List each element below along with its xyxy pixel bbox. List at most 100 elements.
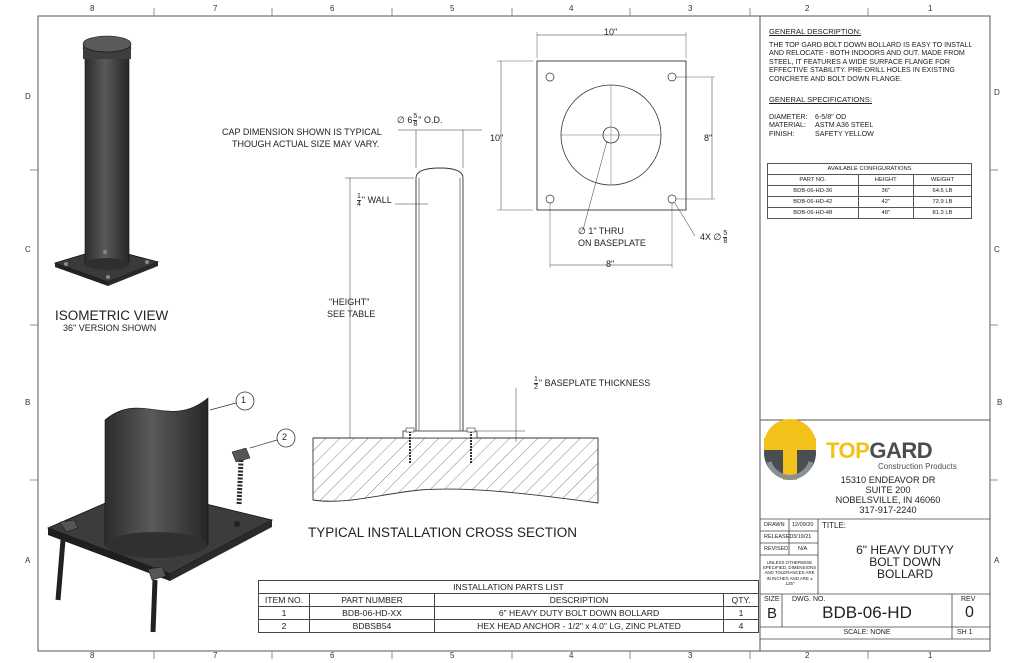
title-line: BOLT DOWN [869, 555, 941, 569]
spec-row: FINISH:SAFETY YELLOW [769, 130, 984, 139]
company-address: 15310 ENDEAVOR DR SUITE 200 NOBELSVILLE,… [808, 475, 968, 515]
zone-col-label: 8 [90, 4, 95, 13]
company-name: TOPGARD [826, 438, 933, 463]
config-cell: BDB-06-HD-36 [767, 185, 859, 197]
size-label: SIZE [764, 596, 780, 603]
cross-section-drawing [312, 129, 599, 504]
general-description-text: THE TOP GARD BOLT DOWN BOLLARD IS EASY T… [769, 40, 973, 83]
zone-row-label: D [25, 92, 31, 101]
rev-label: REV [961, 596, 976, 603]
revised-value: N/A [798, 546, 808, 552]
config-cell: 81.3 LB [912, 207, 973, 219]
drawn-date: 12/09/20 [792, 522, 814, 528]
parts-cell: HEX HEAD ANCHOR - 1/2" x 4.0" LG, ZINC P… [434, 619, 724, 633]
spec-label: DIAMETER: [769, 112, 808, 121]
isometric-view-title: ISOMETRIC VIEW [55, 308, 169, 323]
general-specifications: GENERAL SPECIFICATIONS: DIAMETER: 6-5/8" … [769, 95, 984, 139]
config-header: PART NO. [767, 174, 859, 186]
parts-cell: 4 [723, 619, 759, 633]
zone-col-label: 4 [569, 651, 574, 660]
tolerance-note: UNLESS OTHERWISE SPECIFIED, DIMENSIONS A… [762, 560, 817, 586]
general-description-heading: GENERAL DESCRIPTION: [769, 27, 862, 36]
balloon-2-label: 2 [282, 432, 288, 442]
revised-label: REVISED [764, 546, 789, 552]
released-label: RELEASED [764, 534, 794, 540]
dim-right-label: 8" [704, 133, 713, 143]
thru-hole-label-1: ∅ 1" THRU [578, 226, 624, 236]
spec-label: MATERIAL: [769, 121, 806, 130]
zone-col-label: 6 [330, 4, 335, 13]
config-cell: 72.9 LB [912, 196, 973, 208]
zone-row-label: C [25, 245, 31, 254]
zone-col-label: 7 [213, 4, 218, 13]
dwg-number: BDB-06-HD [822, 603, 912, 622]
config-cell: 36" [857, 185, 914, 197]
zone-row-label: B [25, 398, 31, 407]
zone-col-label: 8 [90, 651, 95, 660]
spec-label: FINISH: [769, 129, 795, 138]
config-header: WEIGHT [912, 174, 973, 186]
config-cell: 64.6 LB [912, 185, 973, 197]
zone-col-label: 2 [805, 4, 810, 13]
title-line: 6" HEAVY DUTYY [856, 543, 954, 557]
parts-header: DESCRIPTION [434, 593, 724, 607]
general-specifications-heading: GENERAL SPECIFICATIONS: [769, 95, 872, 104]
drawn-label: DRAWN [764, 522, 785, 528]
cap-note-line-1: CAP DIMENSION SHOWN IS TYPICAL [222, 127, 382, 137]
zone-ticks [30, 8, 998, 659]
title-label: TITLE: [822, 521, 847, 530]
zone-row-label: A [25, 556, 31, 565]
zone-col-label: 2 [805, 651, 810, 660]
parts-cell: 2 [258, 619, 310, 633]
zone-col-label: 1 [928, 651, 933, 660]
configurations-table: AVAILABLE CONFIGURATIONS PART NO. HEIGHT… [767, 163, 973, 219]
sheet-border [37, 15, 991, 652]
config-header: HEIGHT [857, 174, 914, 186]
zone-col-label: 7 [213, 651, 218, 660]
zone-col-label: 6 [330, 651, 335, 660]
parts-list-title: INSTALLATION PARTS LIST [258, 580, 759, 594]
thru-hole-label-2: ON BASEPLATE [578, 238, 646, 248]
config-cell: 48" [857, 207, 914, 219]
config-cell: BDB-06-HD-42 [767, 196, 859, 208]
parts-header: QTY. [723, 593, 759, 607]
zone-row-label: D [994, 88, 1000, 97]
size-value: B [767, 605, 778, 622]
parts-header: ITEM NO. [258, 593, 310, 607]
parts-header: PART NUMBER [309, 593, 435, 607]
address-line: SUITE 200 [865, 485, 911, 495]
balloon-1-label: 1 [241, 395, 247, 405]
title-block-grid [760, 518, 990, 640]
dim-left-label: 10" [490, 133, 504, 143]
parts-cell: 6" HEAVY DUTY BOLT DOWN BOLLARD [434, 606, 724, 620]
spec-row: MATERIAL: ASTM A36 STEEL [769, 121, 984, 130]
zone-col-label: 5 [450, 651, 455, 660]
height-label-line-1: "HEIGHT" [329, 297, 370, 307]
dim-bottom-label: 8" [606, 259, 615, 269]
parts-list-table: INSTALLATION PARTS LIST ITEM NO. PART NU… [258, 580, 759, 633]
spec-value: 6-5/8" OD [815, 112, 847, 121]
dim-top-label: 10" [604, 27, 618, 37]
detail-bollard-drawing [46, 391, 296, 633]
zone-col-label: 3 [688, 4, 693, 13]
parts-cell: BDB-06-HD-XX [309, 606, 435, 620]
isometric-view-subtitle: 36" VERSION SHOWN [63, 323, 157, 333]
scale-label: SCALE: NONE [843, 629, 891, 636]
cross-section-title: TYPICAL INSTALLATION CROSS SECTION [308, 525, 578, 540]
company-subtitle: Construction Products [878, 462, 957, 471]
general-description: GENERAL DESCRIPTION: THE TOP GARD BOLT D… [769, 27, 984, 84]
baseplate-top-view [497, 32, 715, 268]
isometric-bollard-drawing [53, 35, 160, 286]
cap-note-line-2: THOUGH ACTUAL SIZE MAY VARY. [232, 139, 380, 149]
spec-value: ASTM A36 STEEL [815, 121, 874, 130]
zone-col-label: 5 [450, 4, 455, 13]
address-line: 317-917-2240 [859, 505, 917, 515]
